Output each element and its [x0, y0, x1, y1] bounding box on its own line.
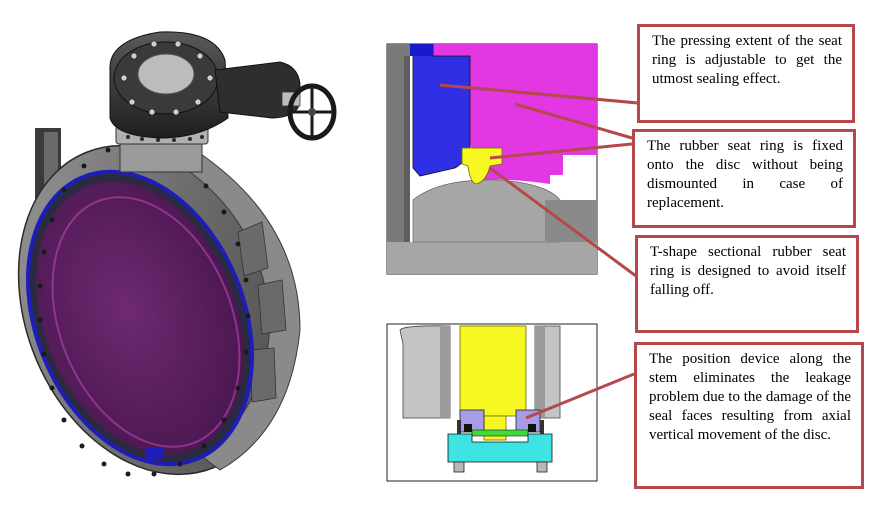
stem-shaft	[459, 325, 527, 417]
worm-housing	[214, 61, 301, 119]
valve-disc	[36, 181, 244, 455]
leader-line-1	[439, 83, 639, 105]
section-body-bottom	[387, 242, 597, 274]
seal-rings	[464, 424, 536, 432]
leader-line-2b	[489, 142, 633, 160]
callout-rubber-seat-fixed: The rubber seat ring is fixed onto the d…	[632, 129, 856, 228]
section-ring-top	[410, 44, 433, 56]
cover-bolts	[120, 40, 214, 116]
leader-lines	[439, 83, 639, 420]
section-seat-lip	[412, 179, 561, 243]
section-retaining-ring	[409, 43, 471, 177]
callout-seat-ring-pressing: The pressing extent of the seat ring is …	[637, 24, 855, 123]
gearbox-top-plate	[137, 53, 195, 95]
stem-housing-left	[399, 325, 451, 419]
end-cap	[447, 433, 553, 463]
flange-bolt-holes	[37, 147, 251, 477]
callout-t-shape-rubber: T-shape sectional rubber seat ring is de…	[635, 235, 859, 333]
section-right-metal	[545, 200, 597, 242]
butterfly-valve-illustration	[17, 31, 337, 477]
leader-line-4	[525, 372, 635, 420]
stem-shaft-lower	[483, 415, 507, 441]
handwheel	[287, 83, 337, 141]
leader-line-2a	[514, 102, 633, 140]
disc-highlight	[51, 196, 241, 448]
leader-line-3	[489, 166, 637, 278]
body-ribs	[237, 221, 287, 403]
housing-inner-left	[440, 326, 450, 418]
section-left-wall	[404, 56, 410, 242]
green-spacer	[471, 429, 529, 437]
housing-inner-right	[535, 326, 545, 418]
seat-ring-section-detail	[386, 43, 598, 275]
bottom-stub	[146, 448, 164, 460]
callout-position-device: The position device along the stem elimi…	[634, 342, 864, 489]
bolt-stems	[457, 420, 544, 434]
bonnet-bolts	[126, 135, 204, 142]
cap-bolts	[453, 461, 548, 473]
